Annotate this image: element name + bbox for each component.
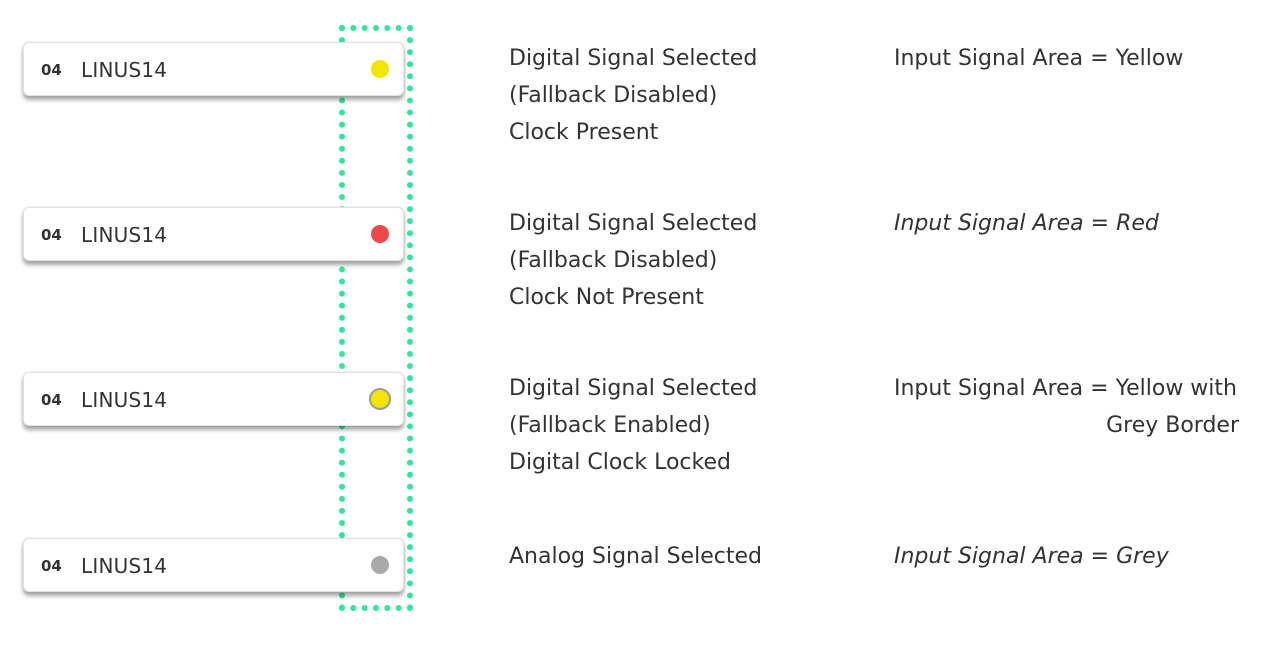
input-signal-indicator bbox=[371, 556, 389, 574]
area-description: Input Signal Area = Red bbox=[894, 205, 1250, 242]
signal-state-row-yellow: 04 LINUS14 Digital Signal Selected (Fall… bbox=[0, 40, 1261, 160]
input-signal-indicator bbox=[371, 60, 389, 78]
area-line: Input Signal Area = Yellow with bbox=[894, 376, 1237, 401]
status-description: Analog Signal Selected bbox=[509, 538, 869, 575]
signal-state-row-yellow-grey-border: 04 LINUS14 Digital Signal Selected (Fall… bbox=[0, 370, 1261, 490]
status-line: Digital Signal Selected bbox=[509, 211, 758, 236]
channel-strip[interactable]: 04 LINUS14 bbox=[23, 372, 404, 426]
channel-strip[interactable]: 04 LINUS14 bbox=[23, 538, 404, 592]
channel-name: LINUS14 bbox=[81, 58, 168, 82]
status-line: Clock Not Present bbox=[509, 285, 704, 310]
area-line: Grey Border bbox=[1106, 413, 1239, 438]
channel-strip[interactable]: 04 LINUS14 bbox=[23, 42, 404, 96]
area-line: Input Signal Area = Grey bbox=[894, 544, 1169, 569]
status-description: Digital Signal Selected (Fallback Disabl… bbox=[509, 205, 869, 316]
signal-state-row-grey: 04 LINUS14 Analog Signal Selected Input … bbox=[0, 536, 1261, 656]
channel-number: 04 bbox=[41, 61, 62, 79]
status-line: Clock Present bbox=[509, 120, 659, 145]
channel-name: LINUS14 bbox=[81, 223, 168, 247]
area-description: Input Signal Area = Yellow with Grey Bor… bbox=[894, 370, 1250, 444]
input-signal-indicator bbox=[371, 225, 389, 243]
status-line: Digital Signal Selected bbox=[509, 46, 758, 71]
area-line: Input Signal Area = Yellow bbox=[894, 46, 1184, 71]
input-signal-indicator bbox=[369, 388, 391, 410]
status-line: (Fallback Disabled) bbox=[509, 248, 718, 273]
area-line: Input Signal Area = Red bbox=[894, 211, 1159, 236]
channel-name: LINUS14 bbox=[81, 554, 168, 578]
status-description: Digital Signal Selected (Fallback Disabl… bbox=[509, 40, 869, 151]
signal-state-row-red: 04 LINUS14 Digital Signal Selected (Fall… bbox=[0, 205, 1261, 325]
channel-number: 04 bbox=[41, 391, 62, 409]
area-description: Input Signal Area = Grey bbox=[894, 538, 1250, 575]
channel-name: LINUS14 bbox=[81, 388, 168, 412]
status-line: (Fallback Disabled) bbox=[509, 83, 718, 108]
channel-strip[interactable]: 04 LINUS14 bbox=[23, 207, 404, 261]
channel-number: 04 bbox=[41, 557, 62, 575]
status-description: Digital Signal Selected (Fallback Enable… bbox=[509, 370, 869, 481]
area-description: Input Signal Area = Yellow bbox=[894, 40, 1250, 77]
status-line: Digital Signal Selected bbox=[509, 376, 758, 401]
status-line: Digital Clock Locked bbox=[509, 450, 731, 475]
channel-number: 04 bbox=[41, 226, 62, 244]
status-line: Analog Signal Selected bbox=[509, 544, 762, 569]
status-line: (Fallback Enabled) bbox=[509, 413, 711, 438]
